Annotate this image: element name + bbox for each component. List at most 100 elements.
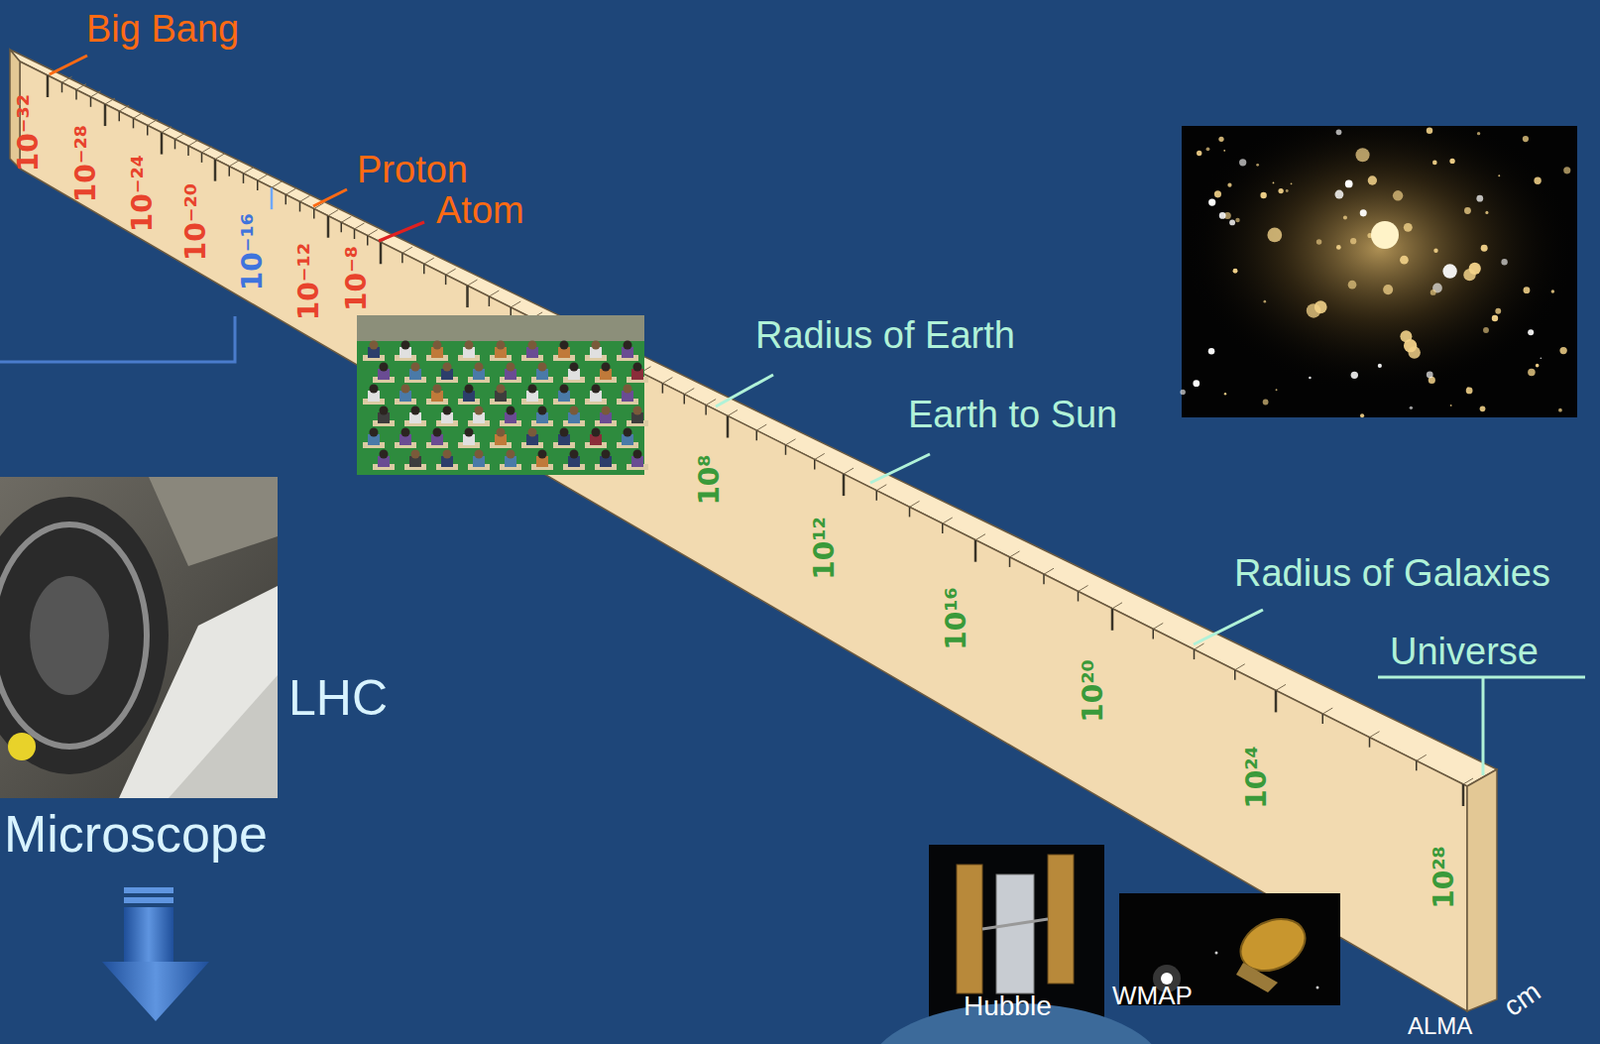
student-head xyxy=(411,450,421,459)
galaxy xyxy=(1430,289,1437,296)
galaxy xyxy=(1224,392,1227,395)
galaxy xyxy=(1527,368,1536,377)
tick-label: 10²⁴ xyxy=(1243,746,1271,810)
ruler-tick xyxy=(62,76,73,83)
ruler-tick xyxy=(1152,628,1155,639)
galaxy xyxy=(1540,356,1543,359)
student-head xyxy=(528,428,538,438)
galaxy xyxy=(1491,315,1498,322)
exam-photo xyxy=(356,315,649,475)
galaxy xyxy=(1233,268,1239,274)
galaxy xyxy=(1403,223,1413,232)
instrument-label: WMAP xyxy=(1112,981,1193,1012)
tick-label: 10⁸ xyxy=(694,455,723,506)
galaxy xyxy=(1179,389,1185,395)
galaxy xyxy=(1214,190,1222,198)
arrow-stripe xyxy=(123,887,174,894)
galaxy xyxy=(1476,195,1484,203)
ruler-tick xyxy=(133,112,144,118)
student-head xyxy=(443,362,453,372)
ruler-tick xyxy=(161,126,172,133)
galaxy xyxy=(1432,160,1438,166)
galaxy xyxy=(1360,413,1365,418)
student-head xyxy=(601,406,611,416)
galaxy xyxy=(1559,346,1567,354)
ruler-tick xyxy=(842,473,846,496)
galaxy xyxy=(1450,404,1453,407)
student-head xyxy=(528,341,538,350)
student-head xyxy=(433,428,443,438)
student-head xyxy=(401,384,411,394)
galaxy xyxy=(1285,189,1289,193)
ruler-tick xyxy=(465,285,469,308)
ruler-tick xyxy=(1111,608,1115,631)
ruler-tick xyxy=(174,138,177,149)
ruler-tick xyxy=(61,82,64,93)
galaxy xyxy=(1208,347,1216,355)
ruler-tick xyxy=(942,517,953,524)
student-head xyxy=(496,341,506,350)
ruler-tick xyxy=(726,415,730,438)
ruler-tick xyxy=(1322,707,1333,714)
ruler-tick xyxy=(299,201,302,212)
tick-label: 10⁻²⁰ xyxy=(182,182,211,260)
galaxy xyxy=(1533,177,1541,185)
leader-line xyxy=(715,374,774,407)
galaxy xyxy=(1481,244,1488,252)
galaxy xyxy=(1306,303,1321,318)
galaxy xyxy=(1229,219,1236,226)
student-head xyxy=(474,362,484,372)
galaxy xyxy=(1523,286,1531,294)
student-head xyxy=(401,428,411,438)
galaxy xyxy=(1483,327,1489,334)
ruler-tick xyxy=(285,194,288,205)
galaxy xyxy=(1433,248,1438,253)
galaxy xyxy=(1256,163,1259,167)
ruler-tick xyxy=(684,388,694,395)
ruler-tick xyxy=(1235,664,1246,671)
instrument-label: LHC xyxy=(288,670,388,728)
instrument-label: Microscope xyxy=(3,804,268,865)
ruler-tick xyxy=(75,90,78,101)
ruler-tick xyxy=(1009,557,1012,568)
ruler-tick xyxy=(300,195,311,202)
ruler-tick xyxy=(285,188,296,195)
galaxy xyxy=(1219,212,1227,220)
ruler-tick xyxy=(1234,670,1237,681)
tick-label: 10²⁰ xyxy=(1079,659,1108,723)
student-head xyxy=(496,428,506,438)
ruler-tick xyxy=(104,104,108,126)
galaxy xyxy=(1535,363,1540,368)
solar-panel xyxy=(1047,854,1074,984)
down-arrow xyxy=(102,887,210,1022)
ruler-tick xyxy=(423,263,426,274)
ruler-tick xyxy=(876,484,887,491)
ruler-tick xyxy=(662,383,665,394)
galaxy xyxy=(1290,182,1293,185)
galaxy xyxy=(1350,237,1357,244)
galaxy xyxy=(1522,135,1529,142)
magnet-end xyxy=(0,496,169,775)
student-head xyxy=(496,384,506,394)
galaxy xyxy=(1235,218,1240,223)
galaxy xyxy=(1192,379,1200,387)
galaxy xyxy=(1262,399,1269,406)
student-head xyxy=(474,406,484,416)
galaxy xyxy=(1449,158,1455,164)
tick-label: 10²⁸ xyxy=(1430,845,1459,910)
student-head xyxy=(591,341,601,350)
student-head xyxy=(623,384,633,394)
ruler-tick xyxy=(467,279,478,286)
galaxy xyxy=(1360,209,1368,217)
leader-line xyxy=(870,454,930,483)
star xyxy=(1215,951,1219,955)
magnet-pipe xyxy=(168,675,278,799)
student-head xyxy=(633,406,643,416)
ruler-tick xyxy=(1369,737,1372,748)
student-head xyxy=(570,450,579,459)
leader-line xyxy=(49,55,88,75)
galaxy xyxy=(1277,188,1283,194)
student-head xyxy=(623,428,633,438)
satellite-body xyxy=(1236,962,1278,993)
